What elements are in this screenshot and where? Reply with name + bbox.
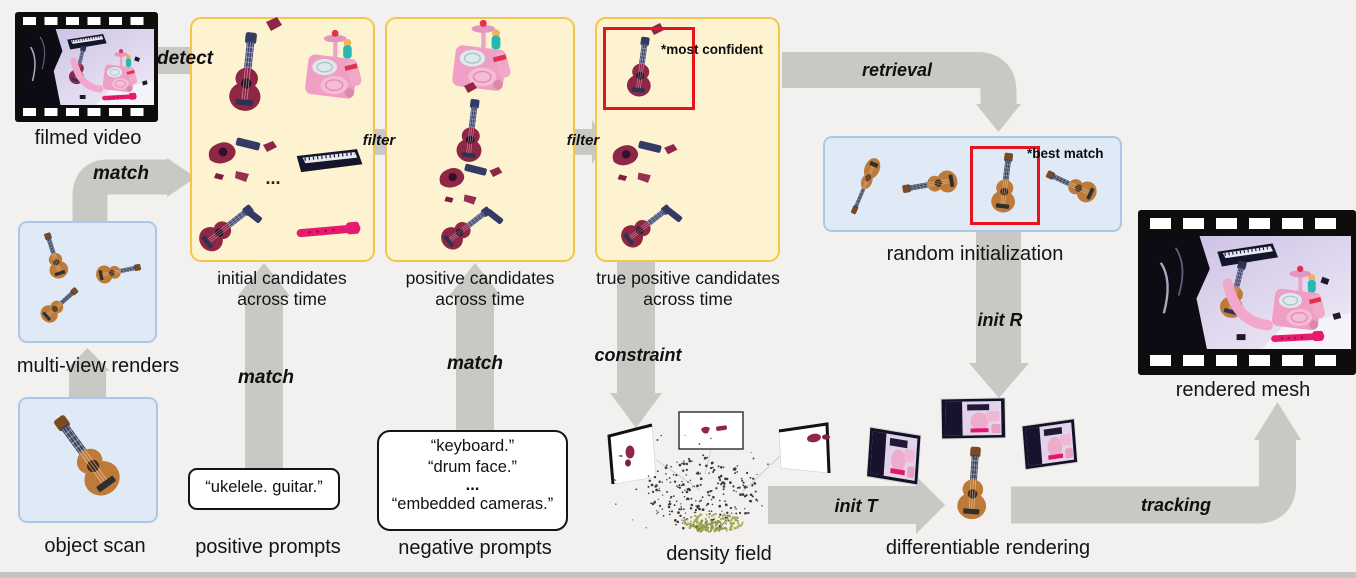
density-field-label: density field — [666, 543, 772, 565]
negative-prompts-label: negative prompts — [398, 537, 552, 559]
random-initialization-label: random initialization — [886, 243, 1064, 265]
true-positive-candidates-label: true positive candidates across time — [596, 268, 780, 309]
constraint-label: constraint — [594, 345, 682, 365]
camera-frustum-right — [778, 422, 831, 474]
match-label-1: match — [238, 367, 294, 388]
rendered-mesh-filmstrip — [1138, 210, 1356, 375]
initial-candidates-box — [190, 17, 375, 262]
most-confident-redbox — [603, 27, 695, 110]
camera-frustum-center — [678, 411, 744, 450]
match-label-2: match — [447, 353, 503, 374]
film-dashes-bottom — [23, 108, 150, 116]
filter-label-2: filter — [566, 132, 600, 149]
detect-label: detect — [157, 48, 213, 69]
film-dashes-bottom — [1150, 355, 1344, 366]
init-r-arrow-head — [969, 363, 1029, 398]
most-confident-badge: *most confident — [661, 42, 764, 57]
retrieval-label: retrieval — [861, 60, 933, 80]
tracking-arrow-head — [1254, 402, 1301, 440]
rendered-mesh-photo — [1143, 236, 1351, 349]
multi-view-renders-box — [18, 221, 157, 343]
differentiable-rendering — [866, 397, 1079, 521]
filmed-video-filmstrip — [15, 12, 158, 122]
filmed-video-photo — [19, 29, 154, 105]
positive-prompts-label: positive prompts — [195, 536, 341, 558]
positive-prompts-box — [188, 468, 340, 510]
density-field — [607, 411, 831, 533]
init-t-label: init T — [834, 496, 878, 516]
retrieval-arrow-head — [976, 104, 1021, 132]
negative-prompt-line: “drum face.” — [428, 458, 517, 476]
negative-prompt-line: “keyboard.” — [430, 437, 515, 455]
init-r-label: init R — [977, 310, 1023, 330]
constraint-arrow-head — [610, 393, 662, 428]
object-scan-box — [18, 397, 158, 523]
positive-prompt-text: “ukelele. guitar.” — [205, 478, 323, 496]
multi-view-renders-label: multi-view renders — [16, 355, 180, 377]
negative-prompt-line: ... — [465, 476, 480, 494]
best-match-redbox — [970, 146, 1040, 225]
best-match-badge: *best match — [1027, 146, 1104, 161]
film-dashes-top — [1150, 218, 1344, 229]
film-dashes-top — [23, 17, 150, 25]
density-scatter — [613, 434, 769, 533]
positive-candidates-box — [385, 17, 575, 262]
ellipsis-box1: ... — [265, 168, 281, 188]
match-label-left: match — [93, 163, 149, 184]
bottom-bar — [0, 572, 1356, 578]
tracking-label: tracking — [1140, 495, 1212, 515]
filter-label-1: filter — [362, 132, 396, 149]
initial-candidates-label: initial candidates across time — [217, 268, 347, 309]
differentiable-rendering-label: differentiable rendering — [885, 537, 1091, 559]
object-scan-label: object scan — [44, 535, 146, 557]
rendered-mesh-label: rendered mesh — [1175, 379, 1311, 401]
negative-prompts-box — [377, 430, 568, 531]
negative-prompt-line: “embedded cameras.” — [391, 495, 554, 513]
positive-candidates-label: positive candidates across time — [405, 268, 555, 309]
filmed-video-label: filmed video — [34, 127, 142, 149]
camera-frustum-left — [607, 423, 657, 485]
negative-prompt-text: “keyboard.” “drum face.” ... “embedded c… — [377, 436, 568, 516]
